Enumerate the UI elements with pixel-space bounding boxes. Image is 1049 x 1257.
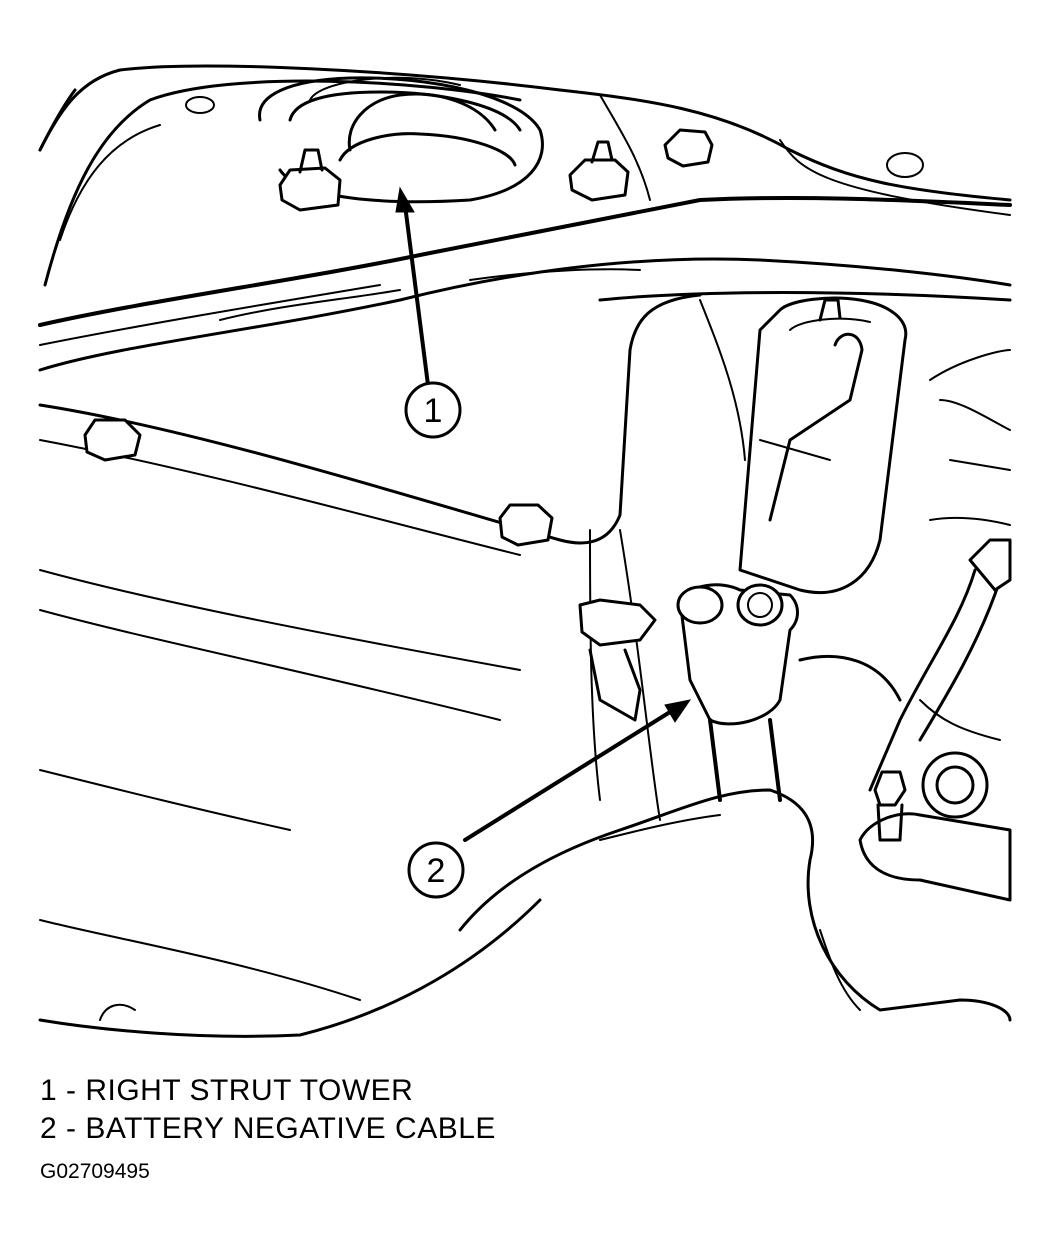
callout-2-number: 2 xyxy=(427,852,446,890)
callout-2-circle xyxy=(407,841,465,899)
lower-panel xyxy=(38,293,702,1038)
lower-right-bracket xyxy=(858,699,1012,902)
gloved-hand xyxy=(458,788,1012,1022)
callout-1-arrowhead xyxy=(395,186,415,213)
battery-cable xyxy=(578,538,1012,802)
strut-tower xyxy=(38,64,1012,287)
strut-body xyxy=(699,296,1011,595)
engine-bay-illustration: 1 2 xyxy=(38,64,1012,1038)
legend: 1 - RIGHT STRUT TOWER 2 - BATTERY NEGATI… xyxy=(40,1072,496,1148)
callout-1: 1 xyxy=(404,381,462,439)
callout-1-circle xyxy=(404,381,462,439)
legend-item-2: 2 - BATTERY NEGATIVE CABLE xyxy=(40,1112,496,1145)
strut-nuts xyxy=(278,128,714,212)
callout-2-arrowhead xyxy=(664,699,692,723)
callout-1-leader xyxy=(403,203,430,387)
leader-arrows xyxy=(395,186,692,842)
legend-item-1: 1 - RIGHT STRUT TOWER xyxy=(40,1074,414,1107)
callout-2: 2 xyxy=(407,841,465,899)
callout-2-leader xyxy=(463,710,672,842)
figure-id: G02709495 xyxy=(40,1160,150,1183)
cowl-panel xyxy=(38,195,1012,372)
callout-1-number: 1 xyxy=(424,392,443,430)
